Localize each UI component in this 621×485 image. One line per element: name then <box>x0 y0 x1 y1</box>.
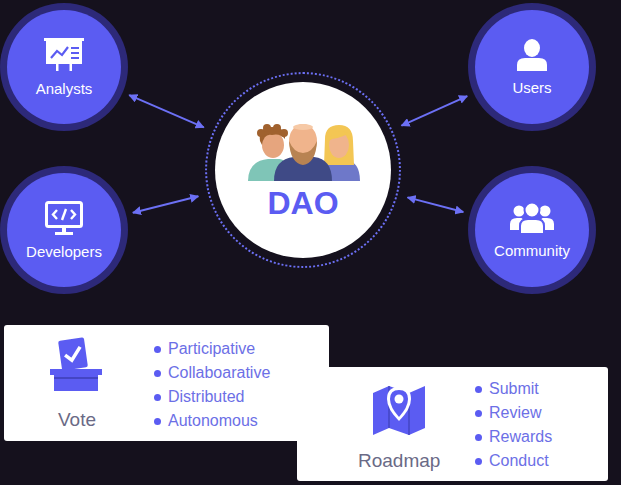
vote-card: Vote ParticipativeCollaboarativeDistribut… <box>4 325 329 441</box>
group-icon <box>510 202 554 234</box>
bullet-list: ParticipativeCollaboarativeDistributedAu… <box>154 337 270 433</box>
node-label: Users <box>512 79 551 96</box>
bullet-item: Participative <box>154 337 270 361</box>
node-label: Developers <box>26 243 102 260</box>
analysts-circle: Analysts <box>7 10 121 124</box>
node-label: Analysts <box>36 80 93 97</box>
card-title: Vote <box>58 409 96 431</box>
double-arrow <box>133 196 198 212</box>
double-arrow <box>402 96 468 126</box>
map-icon <box>369 381 429 437</box>
roadmap-card: Roadmap SubmitReviewRewardsConduct <box>297 367 608 481</box>
bullet-item: Submit <box>475 377 552 401</box>
card-title: Roadmap <box>358 450 440 472</box>
code-icon <box>45 201 83 235</box>
chart-icon <box>44 38 84 72</box>
bullet-list: SubmitReviewRewardsConduct <box>475 377 552 473</box>
dao-circle: DAO <box>215 82 391 258</box>
users-circle: Users <box>475 10 589 124</box>
community-circle: Community <box>475 173 589 287</box>
bullet-item: Conduct <box>475 449 552 473</box>
bullet-item: Rewards <box>475 425 552 449</box>
user-icon <box>515 39 549 71</box>
bullet-item: Distributed <box>154 385 270 409</box>
double-arrow <box>408 197 464 212</box>
ballot-icon <box>46 337 106 393</box>
bullet-item: Collaboarative <box>154 361 270 385</box>
people-illustration <box>240 119 366 181</box>
node-label: Community <box>494 242 570 259</box>
node-label: DAO <box>267 185 338 222</box>
bullet-item: Autonomous <box>154 409 270 433</box>
developers-circle: Developers <box>7 173 121 287</box>
double-arrow <box>129 95 204 127</box>
bullet-item: Review <box>475 401 552 425</box>
